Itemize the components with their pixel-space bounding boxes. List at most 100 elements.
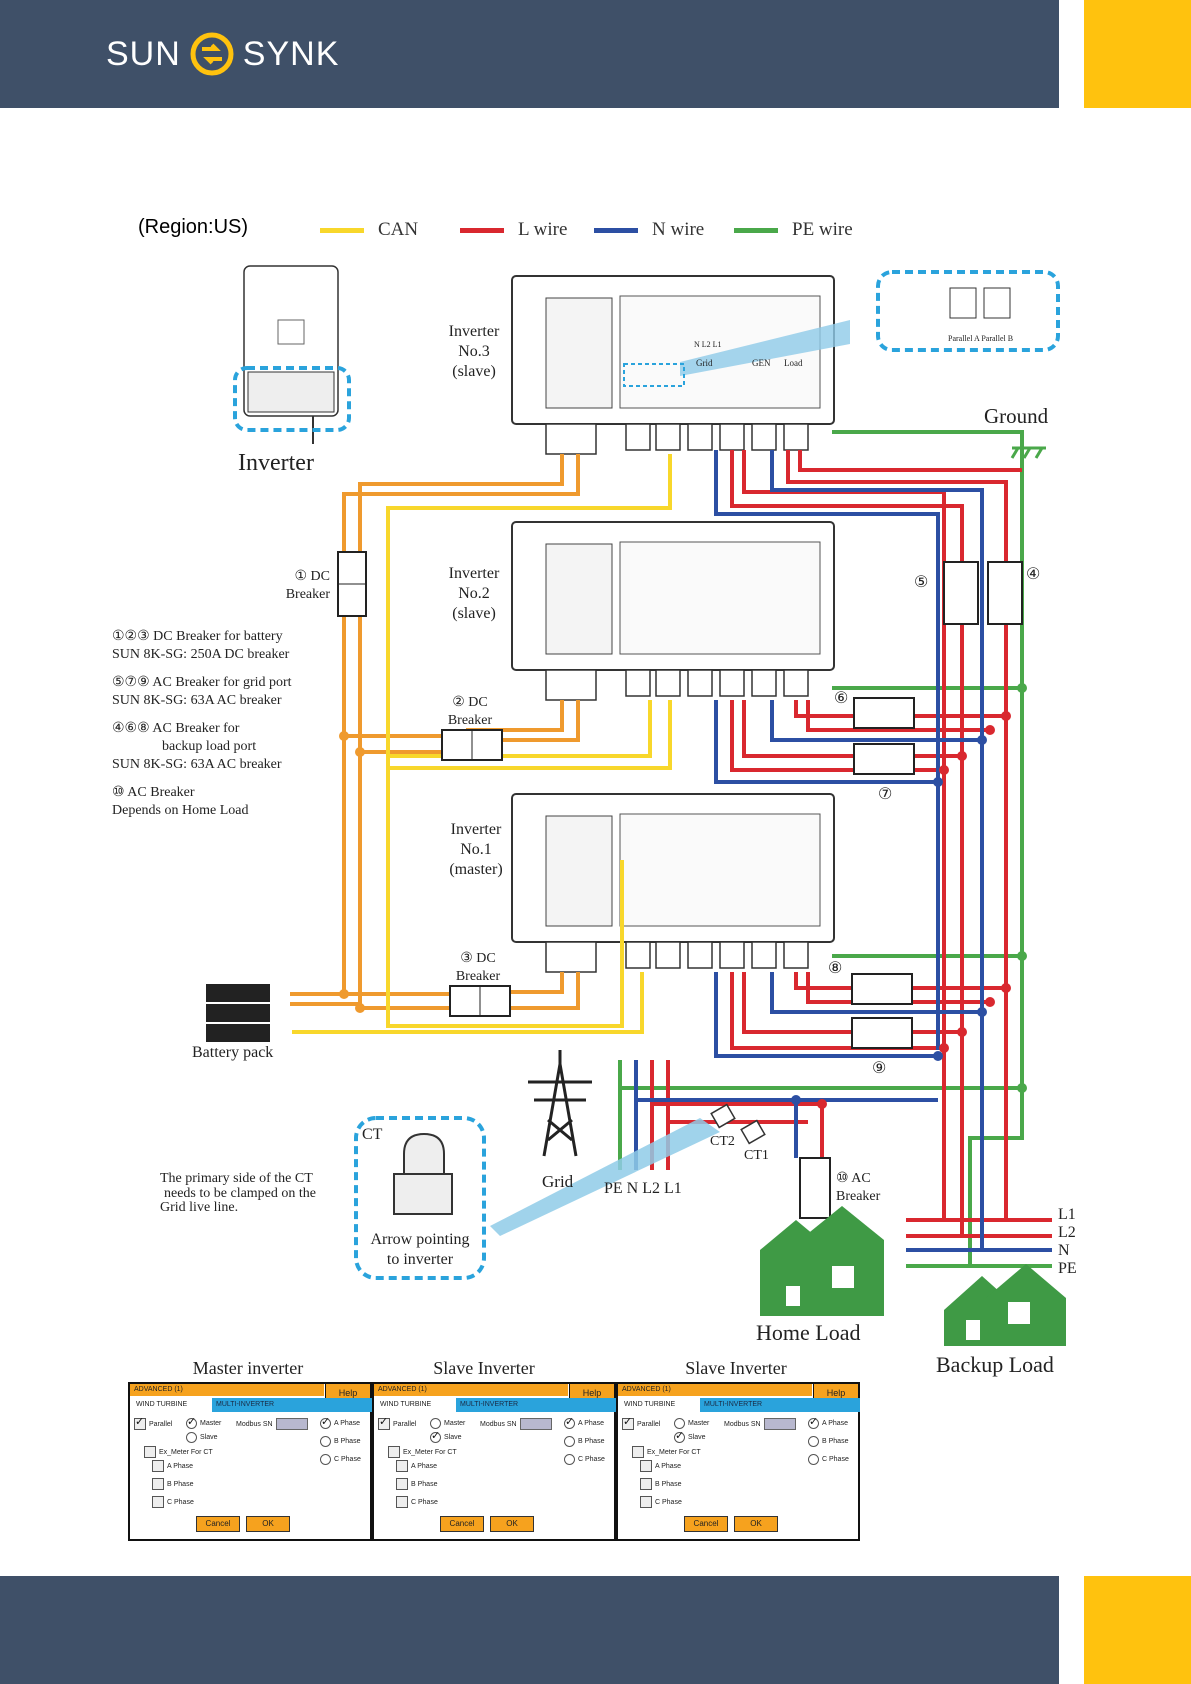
ct-note-line1: The primary side of the CT [160,1171,313,1186]
ct-b-checkbox[interactable] [640,1478,652,1490]
parallel-checkbox-row[interactable]: Parallel [378,1415,416,1430]
parallel-checkbox[interactable] [378,1415,390,1430]
c-phase-row[interactable]: C Phase [564,1454,605,1465]
help-button[interactable]: Help [813,1384,858,1402]
ct-c-row[interactable]: C Phase [396,1496,438,1508]
ct-a-checkbox[interactable] [152,1460,164,1472]
a-phase-label: A Phase [822,1420,849,1427]
master-radio-row[interactable]: Master [430,1418,465,1429]
a-phase-row[interactable]: A Phase [808,1415,849,1429]
ct-c-row[interactable]: C Phase [152,1496,194,1508]
ct-title: CT [362,1126,383,1143]
master-radio[interactable] [674,1418,685,1429]
modbus-input[interactable] [275,1418,308,1430]
cancel-button[interactable]: Cancel [196,1516,240,1532]
ex-meter-checkbox[interactable] [144,1446,156,1458]
tab-wind-turbine[interactable]: WIND TURBINE [130,1398,216,1412]
modbus-row[interactable]: Modbus SN [480,1418,552,1430]
dc-breaker-1 [337,551,367,617]
cancel-button[interactable]: Cancel [440,1516,484,1532]
inverter-1-label: Inverter No.1 (master) [436,820,516,880]
note-dc-breaker: ①②③ DC Breaker for battery SUN 8K-SG: 25… [112,628,289,664]
region-label: (Region:US) [138,216,249,238]
note-4-line2: Depends on Home Load [112,803,249,819]
parallel-checkbox[interactable] [622,1415,634,1430]
ct-a-label: A Phase [167,1462,194,1470]
ground-icon [1010,446,1046,459]
ok-button[interactable]: OK [734,1516,778,1532]
help-button[interactable]: Help [325,1384,370,1402]
c-phase-row[interactable]: C Phase [320,1454,361,1465]
slave-radio[interactable] [186,1432,197,1443]
bus-labels: L1 L2 N PE [1058,1206,1077,1278]
can-cables [292,454,672,1034]
b-phase-radio[interactable] [808,1436,819,1447]
ct-a-checkbox[interactable] [640,1460,652,1472]
tab-wind-turbine[interactable]: WIND TURBINE [618,1398,704,1412]
b-phase-radio[interactable] [564,1436,575,1447]
ex-meter-checkbox[interactable] [632,1446,644,1458]
ct-a-row[interactable]: A Phase [152,1460,193,1472]
tab-multi-inverter[interactable]: MULTI-INVERTER [456,1398,616,1412]
help-button[interactable]: Help [569,1384,614,1402]
ct-a-row[interactable]: A Phase [640,1460,681,1472]
ct-b-checkbox[interactable] [396,1478,408,1490]
ct-a-checkbox[interactable] [396,1460,408,1472]
ct-c-checkbox[interactable] [640,1496,652,1508]
slave-radio[interactable] [674,1429,685,1443]
a-phase-row[interactable]: A Phase [564,1415,604,1429]
ex-meter-label: Ex_Meter For CT [403,1448,457,1456]
slave-radio-row[interactable]: Slave [430,1429,462,1443]
ct-a-row[interactable]: A Phase [396,1460,437,1472]
b-phase-row[interactable]: B Phase [564,1436,604,1447]
parallel-checkbox-row[interactable]: Parallel [134,1415,172,1430]
ex-meter-checkbox[interactable] [388,1446,400,1458]
ct-c-checkbox[interactable] [152,1496,164,1508]
ex-meter-row[interactable]: Ex_Meter For CT [388,1446,457,1458]
b-phase-radio[interactable] [320,1436,331,1447]
a-phase-radio[interactable] [320,1415,331,1429]
ok-button[interactable]: OK [246,1516,290,1532]
parallel-checkbox-row[interactable]: Parallel [622,1415,661,1430]
ex-meter-row[interactable]: Ex_Meter For CT [144,1446,213,1458]
parallel-b-port [983,287,1011,319]
parallel-label: Parallel [637,1420,661,1428]
a-phase-row[interactable]: A Phase [320,1415,360,1429]
c-phase-radio[interactable] [320,1454,331,1465]
master-radio-row[interactable]: Master [674,1418,709,1429]
ct-c-row[interactable]: C Phase [640,1496,682,1508]
tab-wind-turbine[interactable]: WIND TURBINE [374,1398,460,1412]
master-radio[interactable] [186,1415,197,1429]
cancel-button[interactable]: Cancel [684,1516,728,1532]
a-phase-radio[interactable] [564,1415,575,1429]
modbus-row[interactable]: Modbus SN [236,1418,308,1430]
tab-multi-inverter[interactable]: MULTI-INVERTER [700,1398,860,1412]
slave-radio-row[interactable]: Slave [186,1432,218,1443]
modbus-input[interactable] [763,1418,796,1430]
modbus-input[interactable] [519,1418,552,1430]
l-wires [650,450,1052,1238]
c-phase-row[interactable]: C Phase [808,1454,849,1465]
master-radio-row[interactable]: Master [186,1415,221,1429]
modbus-row[interactable]: Modbus SN [724,1418,796,1430]
master-radio[interactable] [430,1418,441,1429]
parallel-ports-label: Parallel A Parallel B [948,334,1014,343]
a-phase-radio[interactable] [808,1415,819,1429]
ct-b-row[interactable]: B Phase [152,1478,193,1490]
slave-radio-row[interactable]: Slave [674,1429,706,1443]
ex-meter-row[interactable]: Ex_Meter For CT [632,1446,701,1458]
tab-multi-inverter[interactable]: MULTI-INVERTER [212,1398,372,1412]
note-2-line2: SUN 8K-SG: 63A AC breaker [112,693,282,709]
ct-c-checkbox[interactable] [396,1496,408,1508]
ct-b-row[interactable]: B Phase [396,1478,437,1490]
parallel-checkbox[interactable] [134,1415,146,1430]
ct-b-row[interactable]: B Phase [640,1478,681,1490]
b-phase-row[interactable]: B Phase [320,1436,360,1447]
parallel-port-marker [623,363,685,387]
b-phase-row[interactable]: B Phase [808,1436,848,1447]
c-phase-radio[interactable] [564,1454,575,1465]
slave-radio[interactable] [430,1429,441,1443]
ct-b-checkbox[interactable] [152,1478,164,1490]
c-phase-radio[interactable] [808,1454,819,1465]
ok-button[interactable]: OK [490,1516,534,1532]
